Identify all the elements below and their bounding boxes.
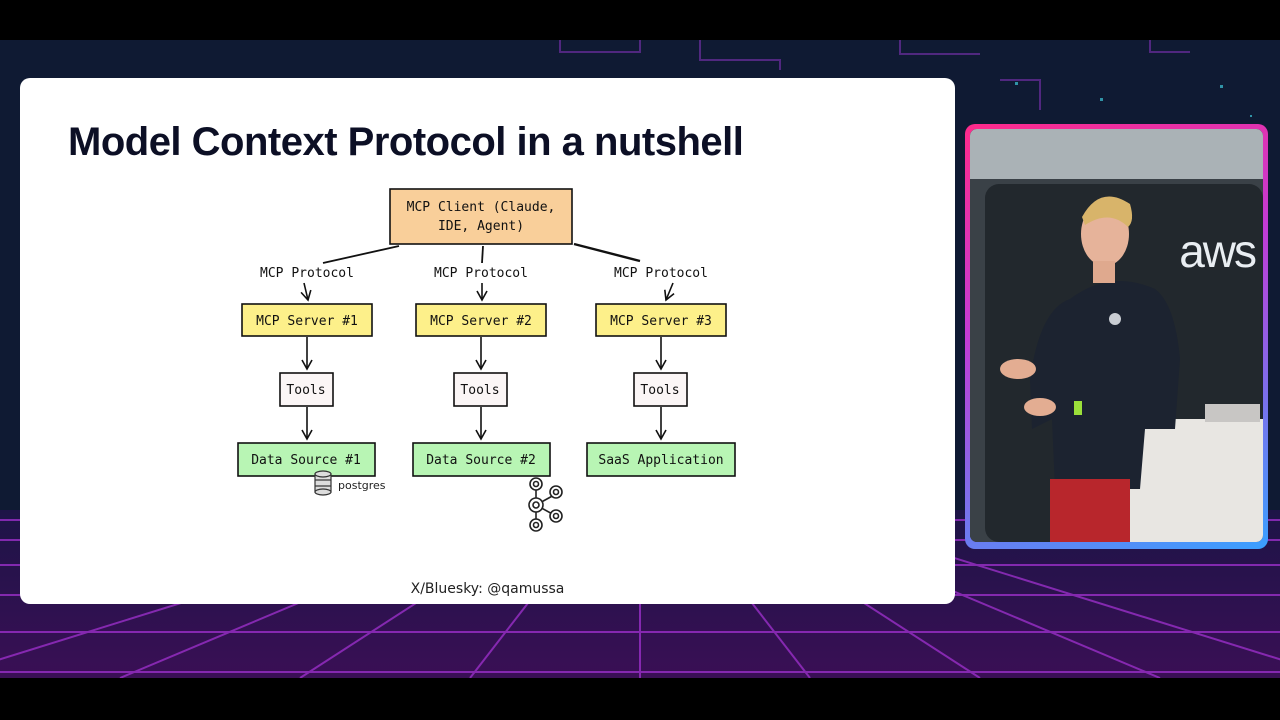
mcp-server-1-label: MCP Server #1 [256,314,358,329]
data-source-1-label: Data Source #1 [251,453,361,468]
protocol-label-3: MCP Protocol [614,266,708,281]
speaker-video [970,129,1263,542]
kafka-icon [528,477,563,532]
tools-2-label: Tools [460,383,499,398]
connector-client-middle [481,245,484,264]
data-source-2-box [412,442,551,477]
mcp-server-3-box [595,303,727,337]
database-icon [314,470,332,496]
mcp-server-2-box [415,303,547,337]
connector-client-right [573,242,641,263]
slide-title: Model Context Protocol in a nutshell [68,120,744,164]
connector-client-left [322,245,400,264]
letterbox-top [0,0,1280,40]
saas-application-box [586,442,736,477]
mcp-server-3-label: MCP Server #3 [610,314,712,329]
arrow-to-server-1 [300,282,312,302]
aws-logo: aws [1179,225,1257,277]
data-source-2-label: Data Source #2 [426,453,536,468]
mcp-client-label-line1: MCP Client (Claude, [407,200,556,215]
arrow-to-server-3 [664,282,675,302]
tools-2-box [453,372,508,407]
mcp-client-box [389,188,573,245]
slide-credit: X/Bluesky: @qamussa [410,581,565,597]
presentation-slide: Model Context Protocol in a nutshell MCP… [20,78,955,604]
saas-application-label: SaaS Application [598,453,723,468]
video-frame: Model Context Protocol in a nutshell MCP… [0,40,1280,678]
webcam-feed: aws [970,129,1263,542]
protocol-label-1: MCP Protocol [260,266,354,281]
mcp-server-2-label: MCP Server #2 [430,314,532,329]
postgres-label: postgres [338,479,386,492]
tools-1-box [279,372,334,407]
tools-3-label: Tools [640,383,679,398]
tools-1-label: Tools [286,383,325,398]
protocol-label-2: MCP Protocol [434,266,528,281]
webcam-frame: aws [965,124,1268,549]
tools-3-box [633,372,688,407]
mcp-client-label-line2: IDE, Agent) [438,219,524,234]
mcp-architecture-diagram: MCP Client (Claude, IDE, Agent) MCP Prot… [237,188,736,532]
data-source-1-box [237,442,376,477]
mcp-server-1-box [241,303,373,337]
letterbox-bottom [0,678,1280,720]
